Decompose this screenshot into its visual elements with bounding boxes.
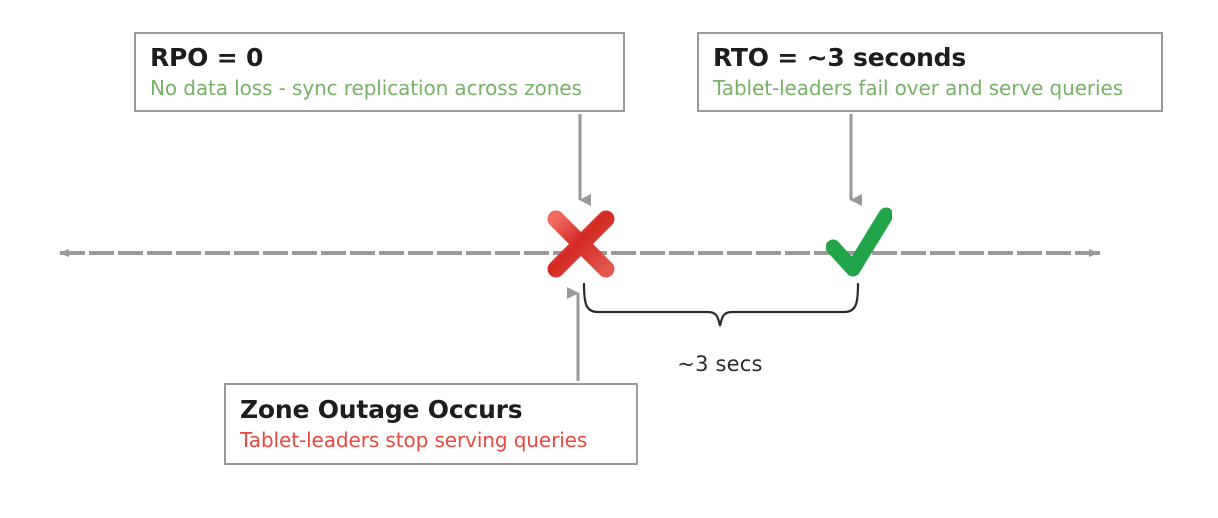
callout-rto-title: RTO = ~3 seconds (713, 42, 967, 72)
callout-zone-outage-subtitle: Tablet-leaders stop serving queries (240, 428, 588, 453)
check-mark-icon (826, 207, 892, 277)
duration-brace-label: ~3 secs (677, 352, 763, 376)
duration-brace (582, 282, 860, 327)
callout-rpo: RPO = 0 No data loss - sync replication … (134, 32, 625, 112)
callout-zone-outage: Zone Outage Occurs Tablet-leaders stop s… (224, 383, 638, 465)
callout-rto: RTO = ~3 seconds Tablet-leaders fail ove… (697, 32, 1163, 112)
cross-mark-icon (547, 210, 615, 278)
callout-zone-outage-title: Zone Outage Occurs (240, 394, 523, 424)
callout-rto-subtitle: Tablet-leaders fail over and serve queri… (713, 76, 1124, 101)
callout-rpo-title: RPO = 0 (150, 42, 264, 72)
callout-rpo-subtitle: No data loss - sync replication across z… (150, 76, 582, 101)
